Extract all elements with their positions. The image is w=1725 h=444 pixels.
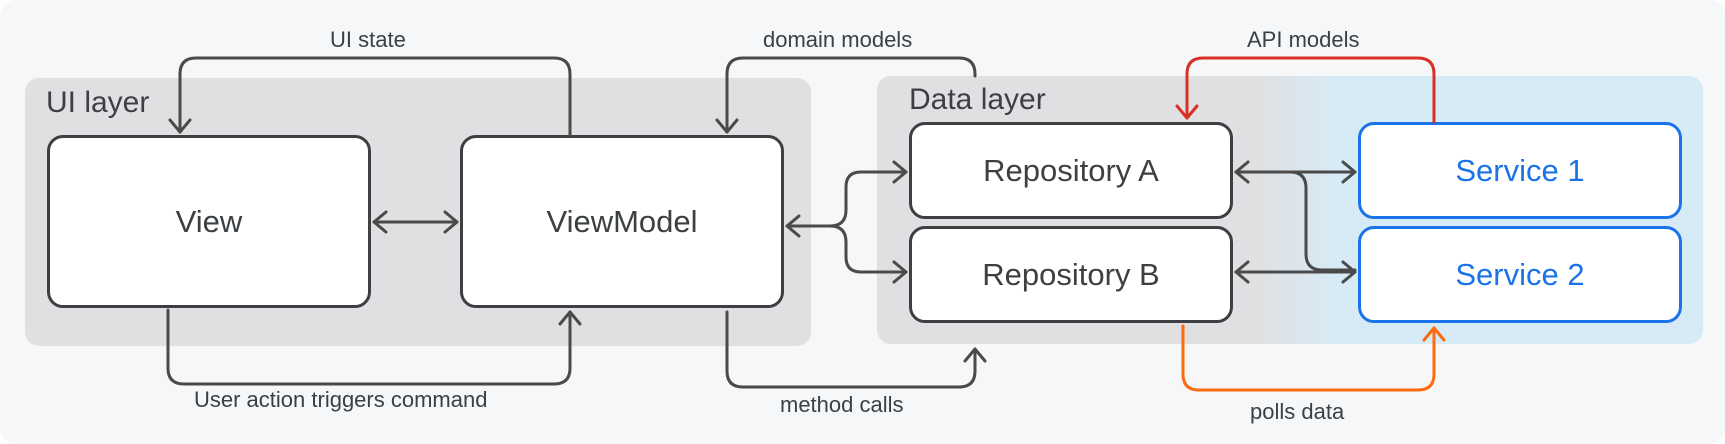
- repository-a-node: Repository A: [909, 122, 1233, 219]
- viewmodel-side-arrowhead: [785, 214, 801, 238]
- ui-state-arrowhead: [168, 118, 192, 134]
- domain-models-label: domain models: [763, 27, 913, 52]
- branch-to-repository-b: [828, 224, 908, 274]
- repository-b-arrowhead: [892, 260, 908, 284]
- polls-data-label: polls data: [1250, 399, 1345, 424]
- domain-models-arrow: [725, 56, 977, 134]
- ui-layer-title: UI layer: [46, 86, 150, 119]
- view-node: View: [47, 135, 371, 308]
- repository-b-node: Repository B: [909, 226, 1233, 323]
- api-models-label: API models: [1247, 27, 1360, 52]
- viewmodel-node: ViewModel: [460, 135, 784, 308]
- repository-a-service-2-arrow: [1234, 170, 1357, 272]
- domain-models-arrowhead: [715, 118, 739, 134]
- polls-data-arrow: [1181, 324, 1436, 392]
- method-calls-arrow: [725, 310, 977, 389]
- ui-state-arrow: [178, 56, 572, 137]
- branch-to-repository-a: [828, 170, 908, 228]
- method-calls-arrowhead: [963, 347, 987, 363]
- ui-state-label: UI state: [330, 27, 406, 52]
- method-calls-label: method calls: [780, 392, 904, 417]
- user-action-arrow: [166, 308, 572, 386]
- service-1-node: Service 1: [1358, 122, 1682, 219]
- api-models-arrowhead: [1175, 104, 1199, 120]
- view-viewmodel-arrowheads: [372, 210, 459, 234]
- polls-data-arrowhead: [1422, 326, 1446, 342]
- service-2-node: Service 2: [1358, 226, 1682, 323]
- user-action-label: User action triggers command: [194, 387, 488, 412]
- repository-b-service-2-arrowheads: [1234, 260, 1357, 284]
- repository-a-arrowhead: [892, 160, 908, 184]
- api-models-arrow: [1185, 56, 1436, 124]
- user-action-arrowhead: [558, 310, 582, 326]
- data-layer-title: Data layer: [909, 83, 1046, 116]
